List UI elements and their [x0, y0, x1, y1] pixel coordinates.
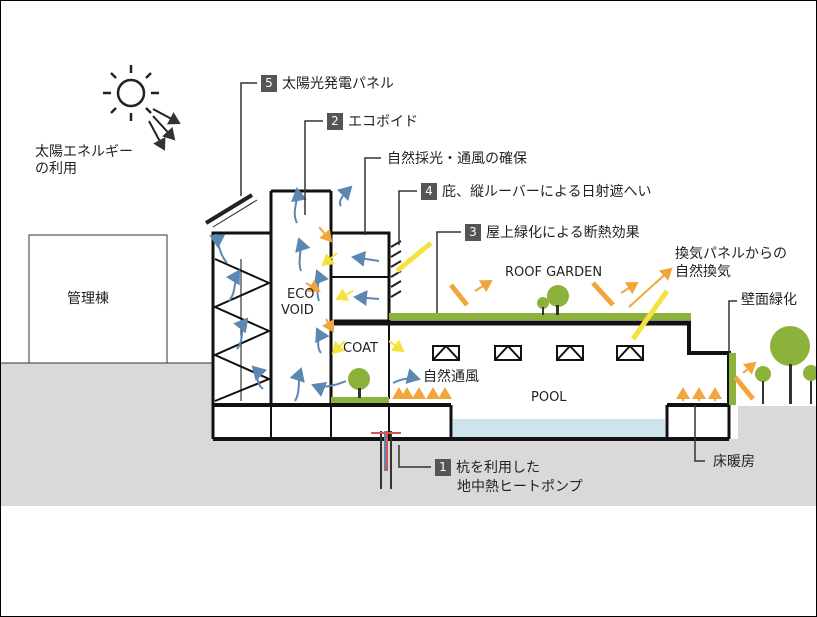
coat-label: COAT: [343, 341, 378, 356]
ground-heat-pump: [371, 431, 401, 489]
admin-building-label: 管理棟: [67, 291, 109, 307]
callout-number: 3: [465, 224, 481, 241]
pool-label: POOL: [531, 390, 567, 405]
trees: [348, 285, 816, 404]
roof-garden-strip: [389, 313, 691, 320]
callout-text: エコボイド: [348, 113, 418, 130]
pool-water: [453, 419, 665, 437]
ventilation-arrows: [209, 185, 421, 402]
eco-label: ECO: [287, 287, 315, 302]
callout-number: 4: [421, 183, 437, 200]
floor-heating-label: 床暖房: [713, 454, 755, 470]
wall-greening-strip: [729, 353, 736, 405]
vent-panel-label-line2: 自然換気: [675, 264, 731, 280]
ground: [1, 363, 816, 506]
admin-building: [28, 234, 168, 364]
roof-windows: [432, 345, 644, 361]
natural-ventilation-label: 自然通風: [423, 369, 479, 385]
callout-5: 5 太陽光発電パネル: [261, 75, 394, 92]
heat-arrows: [305, 226, 757, 401]
void-label: VOID: [281, 303, 314, 318]
callout-number: 1: [435, 459, 451, 476]
callout-1: 1 杭を利用した: [435, 459, 540, 476]
ground-heat-pump-label: 地中熱ヒートポンプ: [457, 479, 583, 495]
vent-panel-label-line1: 換気パネルからの: [675, 246, 787, 262]
daylight-label: 自然採光・通風の確保: [387, 151, 527, 167]
sunbeam-vent: [630, 289, 670, 341]
solar-panel: [204, 193, 254, 225]
roof-garden-label: ROOF GARDEN: [505, 265, 603, 280]
callout-text: 杭を利用した: [456, 459, 540, 476]
callout-text: 庇、縦ルーバーによる日射遮へい: [442, 183, 652, 200]
callout-3: 3 屋上緑化による断熱効果: [465, 224, 640, 241]
solar-energy-label-line2: の利用: [35, 161, 77, 177]
daylight-arrows: [321, 252, 405, 355]
solar-energy-label-line1: 太陽エネルギー: [35, 144, 133, 160]
callout-4: 4 庇、縦ルーバーによる日射遮へい: [421, 183, 651, 200]
wall-greening-label: 壁面緑化: [741, 292, 797, 308]
roof-garden-heat-bars: [449, 281, 755, 401]
callout-leaders: [240, 82, 737, 468]
callout-2: 2 エコボイド: [327, 113, 418, 130]
sun-icon: [103, 65, 159, 121]
callout-text: 屋上緑化による断熱効果: [486, 224, 640, 241]
callout-text: 太陽光発電パネル: [282, 75, 394, 92]
sunbeam-louver: [395, 241, 433, 273]
callout-number: 2: [327, 113, 343, 130]
callout-number: 5: [261, 75, 277, 92]
sun-rays: [148, 108, 181, 151]
